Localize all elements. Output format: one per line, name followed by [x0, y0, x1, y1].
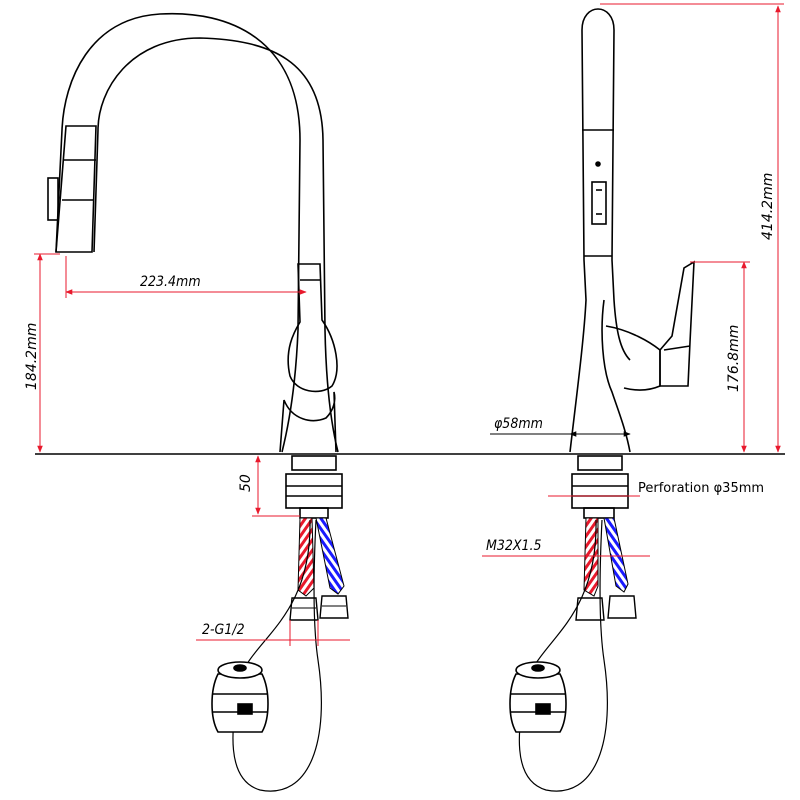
thread-label: M32X1.5 [486, 538, 542, 554]
spray-head [55, 125, 97, 253]
base-diameter-label: φ58mm [494, 416, 543, 432]
base-body [279, 391, 337, 453]
cold-hose-front [315, 517, 345, 595]
spout-height-label: 184.2mm [24, 323, 40, 390]
side-handle-mount [605, 325, 661, 391]
total-height-label: 414.2mm [760, 173, 776, 240]
handle-lever [287, 263, 338, 393]
pullout-hose-side [518, 519, 608, 792]
side-spray-button [591, 181, 607, 225]
hose-nut-right [319, 595, 349, 619]
counterweight-side [509, 661, 567, 733]
side-handle-lever [659, 260, 695, 387]
hot-hose-side [583, 517, 599, 597]
hose-connector-label: 2-G1/2 [202, 622, 245, 638]
front-hoses [211, 517, 349, 792]
mounting-nut [285, 473, 343, 509]
side-hoses [509, 517, 637, 792]
handle-height-label: 176.8mm [726, 325, 742, 392]
pullout-hose-front [232, 519, 322, 792]
shank-length-label: 50 [238, 474, 254, 492]
side-view [569, 8, 695, 519]
front-view [47, 12, 343, 519]
shank-top [291, 455, 337, 471]
spray-button [47, 177, 59, 221]
perforation-label: Perforation φ35mm [638, 481, 764, 496]
cold-hose-side [603, 517, 629, 593]
dimension-lines [34, 3, 784, 646]
spout-inner [93, 37, 339, 453]
reach-label: 223.4mm [140, 274, 201, 290]
side-spout [569, 8, 631, 453]
side-body [601, 299, 631, 453]
counterweight-front [211, 661, 269, 733]
